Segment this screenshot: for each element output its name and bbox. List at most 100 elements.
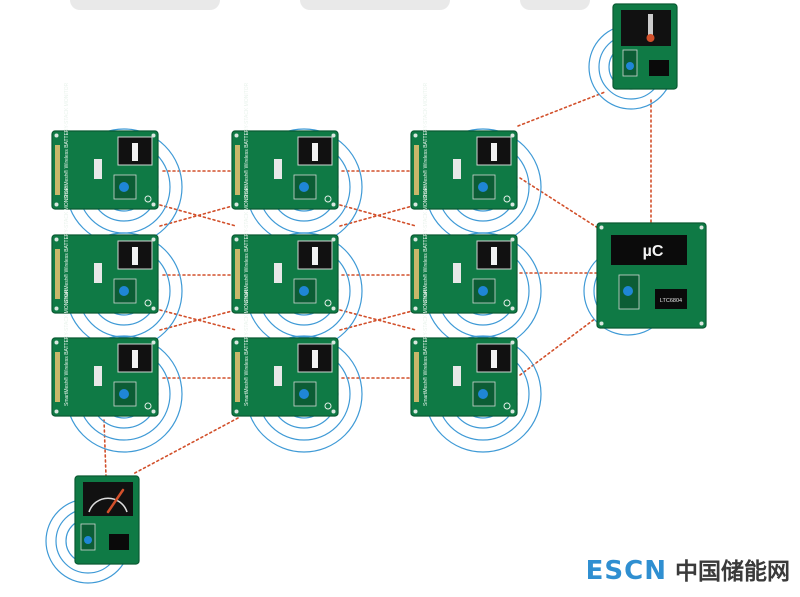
radio-node-dot: [84, 536, 92, 544]
radio-node-dot: [478, 182, 488, 192]
mounting-hole: [413, 340, 418, 345]
board-label: SmartMesh® Wireless BATTERY-STACK MONITO…: [243, 289, 250, 406]
board-label: SmartMesh® Wireless BATTERY-STACK MONITO…: [243, 186, 250, 303]
mesh-link-line: [519, 317, 597, 376]
mounting-hole: [151, 409, 156, 414]
radio-node-dot: [299, 389, 309, 399]
status-led: [324, 195, 332, 203]
status-led: [144, 195, 152, 203]
mounting-hole: [234, 202, 239, 207]
network-manager-board: µC LTC6804: [596, 222, 707, 329]
edge-connector: [235, 352, 240, 402]
radio-node-dot: [119, 389, 129, 399]
gauge-needle: [106, 488, 125, 514]
battery-stack-monitor-board: SmartMesh® Wireless BATTERY-STACK MONITO…: [410, 186, 518, 314]
label-chip: [94, 263, 102, 283]
mounting-hole: [234, 237, 239, 242]
status-led: [144, 299, 152, 307]
edge-connector: [235, 145, 240, 195]
status-led: [503, 402, 511, 410]
radio-node-dot: [119, 286, 129, 296]
edge-connector: [414, 352, 419, 402]
board-label: SmartMesh® Wireless BATTERY-STACK MONITO…: [422, 186, 429, 303]
mesh-link-line: [132, 417, 239, 475]
display-glyph: [132, 247, 138, 265]
radio-node-dot: [299, 286, 309, 296]
status-led: [324, 299, 332, 307]
mounting-hole: [54, 237, 59, 242]
display-module: [649, 60, 669, 76]
mounting-hole: [699, 321, 704, 326]
mounting-hole: [54, 340, 59, 345]
mounting-hole: [234, 340, 239, 345]
mounting-hole: [331, 202, 336, 207]
radio-node-dot: [626, 62, 634, 70]
mounting-hole: [54, 133, 59, 138]
display-glyph: [491, 247, 497, 265]
chip-package: [655, 289, 687, 309]
display-glyph: [312, 247, 318, 265]
status-led: [324, 402, 332, 410]
display-glyph: [312, 350, 318, 368]
board-label: SmartMesh® Wireless BATTERY-STACK MONITO…: [63, 82, 70, 199]
mounting-hole: [331, 306, 336, 311]
mounting-hole: [54, 202, 59, 207]
cropped-top-shape: [70, 0, 220, 10]
battery-stack-monitor-board: SmartMesh® Wireless BATTERY-STACK MONITO…: [51, 186, 159, 314]
edge-connector: [55, 352, 60, 402]
mesh-link-line: [159, 309, 237, 331]
radio-node-dot: [478, 286, 488, 296]
display-glyph: [132, 350, 138, 368]
edge-connector: [55, 249, 60, 299]
mesh-link-line: [339, 204, 417, 227]
mounting-hole: [413, 202, 418, 207]
mounting-hole: [413, 306, 418, 311]
label-chip: [453, 366, 461, 386]
mounting-hole: [54, 409, 59, 414]
mounting-hole: [510, 202, 515, 207]
mounting-hole: [54, 306, 59, 311]
sensor-window: [621, 10, 671, 46]
mounting-hole: [151, 306, 156, 311]
radio-node-dot: [119, 182, 129, 192]
display-module: [109, 534, 129, 550]
edge-connector: [235, 249, 240, 299]
status-led: [144, 402, 152, 410]
mounting-hole: [234, 133, 239, 138]
manager-chip-label: LTC6804: [660, 298, 682, 304]
watermark-cjk: 中国储能网: [675, 559, 790, 585]
manager-label: µC: [643, 243, 664, 260]
boards: SmartMesh® Wireless BATTERY-STACK MONITO…: [51, 3, 707, 565]
edge-connector: [414, 145, 419, 195]
gauge-arc: [88, 497, 128, 513]
mesh-link-line: [517, 91, 606, 127]
mesh-links: [103, 91, 652, 477]
mesh-link-line: [103, 419, 107, 477]
radio-node-dot: [478, 389, 488, 399]
board-label: SmartMesh® Wireless BATTERY-STACK MONITO…: [422, 289, 429, 406]
battery-stack-monitor-board: SmartMesh® Wireless BATTERY-STACK MONITO…: [231, 186, 339, 314]
temperature-sensor-board: [612, 3, 678, 90]
label-chip: [274, 366, 282, 386]
label-chip: [453, 159, 461, 179]
board-label: SmartMesh® Wireless BATTERY-STACK MONITO…: [63, 186, 70, 303]
label-chip: [274, 159, 282, 179]
battery-stack-monitor-board: SmartMesh® Wireless BATTERY-STACK MONITO…: [231, 289, 339, 417]
mounting-hole: [413, 237, 418, 242]
battery-stack-monitor-board: SmartMesh® Wireless BATTERY-STACK MONITO…: [231, 82, 339, 210]
display-glyph: [132, 143, 138, 161]
edge-connector: [414, 249, 419, 299]
battery-stack-monitor-board: SmartMesh® Wireless BATTERY-STACK MONITO…: [410, 82, 518, 210]
battery-stack-monitor-board: SmartMesh® Wireless BATTERY-STACK MONITO…: [410, 289, 518, 417]
label-chip: [274, 263, 282, 283]
thermometer-stem: [648, 14, 653, 38]
mounting-hole: [234, 306, 239, 311]
mounting-hole: [151, 202, 156, 207]
mounting-hole: [331, 409, 336, 414]
label-chip: [453, 263, 461, 283]
battery-stack-monitor-board: SmartMesh® Wireless BATTERY-STACK MONITO…: [51, 289, 159, 417]
thermometer-bulb: [646, 34, 655, 42]
battery-stack-monitor-board: SmartMesh® Wireless BATTERY-STACK MONITO…: [51, 82, 159, 210]
